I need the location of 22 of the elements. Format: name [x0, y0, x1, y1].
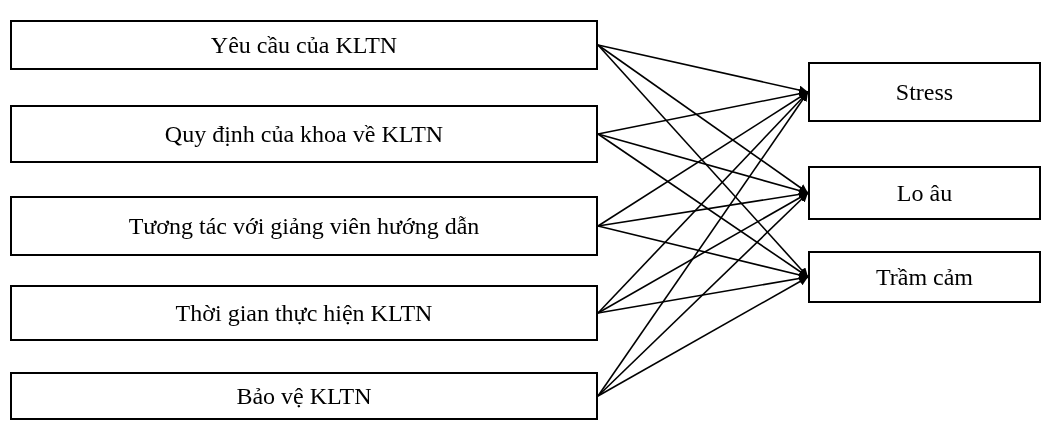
box-label: Trầm cảm — [875, 263, 974, 291]
text-box — [808, 251, 1041, 303]
box-label: Stress — [895, 78, 954, 106]
arrow — [597, 276, 809, 397]
arrow — [597, 89, 809, 135]
arrow — [597, 133, 809, 195]
arrow — [597, 44, 809, 194]
box-label: Lo âu — [896, 179, 953, 207]
text-box — [10, 20, 598, 70]
box-label: Yêu cầu của KLTN — [210, 31, 398, 59]
text-box — [10, 372, 598, 420]
box-label: Tương tác với giảng viên hướng dẫn — [128, 212, 480, 240]
arrow — [597, 192, 809, 397]
text-box — [10, 196, 598, 256]
text-box — [10, 285, 598, 341]
box-label: Bảo vệ KLTN — [236, 382, 372, 410]
text-box — [808, 166, 1041, 220]
box-label: Quy định của khoa về KLTN — [164, 120, 444, 148]
box-label: Thời gian thực hiện KLTN — [175, 299, 433, 327]
text-box — [808, 62, 1041, 122]
arrow — [597, 44, 809, 278]
text-box — [10, 105, 598, 163]
